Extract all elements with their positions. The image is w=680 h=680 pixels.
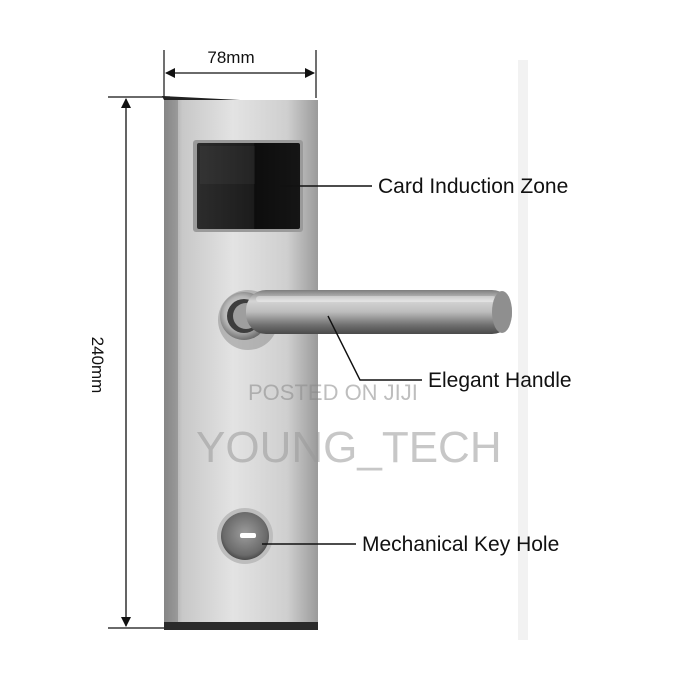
height-label: 240mm	[88, 337, 107, 394]
callout-card-zone-label: Card Induction Zone	[378, 175, 568, 198]
handle-lever-bar	[246, 290, 512, 334]
card-reader-panel	[197, 143, 300, 229]
callout-handle-label: Elegant Handle	[428, 369, 572, 392]
background-stripe	[518, 60, 528, 640]
callout-key-hole: Mechanical Key Hole	[262, 533, 559, 556]
callout-card-zone: Card Induction Zone	[280, 175, 568, 198]
watermark-brand: YOUNG_TECH	[196, 423, 502, 472]
lock-plate	[162, 96, 318, 630]
callout-handle-line	[327, 315, 422, 381]
height-dimension: 240mm	[88, 96, 170, 629]
handle-lever-highlight	[256, 296, 496, 302]
handle-lever	[246, 290, 512, 334]
watermark-posted: POSTED ON JIJI	[248, 380, 418, 405]
callout-handle: Elegant Handle	[327, 315, 572, 392]
handle-lever-end	[492, 291, 512, 333]
card-reader-gloss	[200, 146, 255, 184]
callout-key-hole-label: Mechanical Key Hole	[362, 533, 559, 556]
width-dimension: 78mm	[163, 48, 317, 98]
plate-bottom-edge	[164, 622, 318, 630]
keyhole-slot	[240, 533, 256, 538]
plate-left-shadow	[164, 100, 178, 628]
width-label: 78mm	[207, 48, 254, 67]
